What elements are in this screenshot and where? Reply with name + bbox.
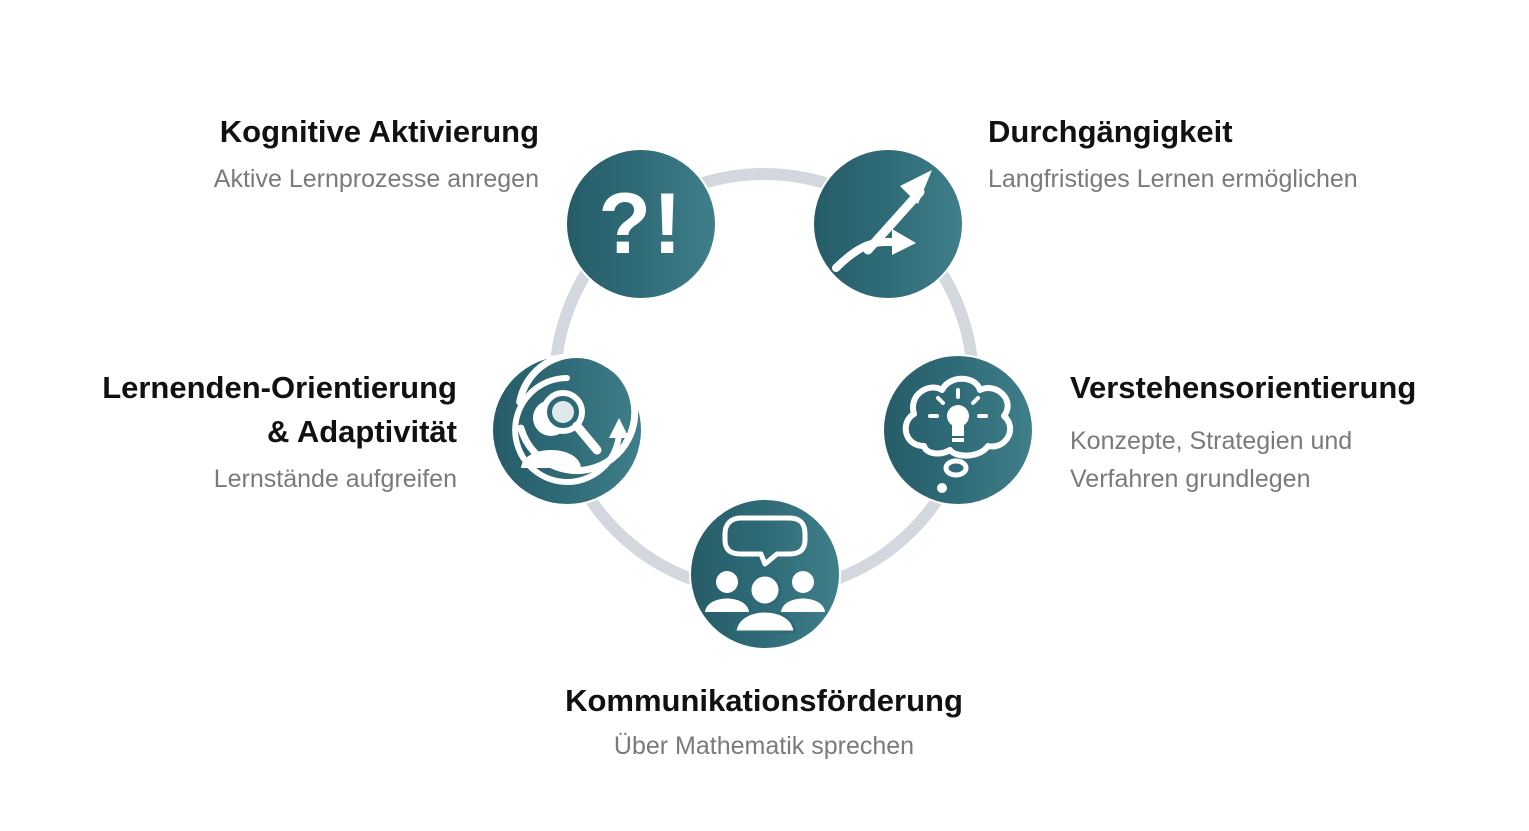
title-durchgaengigkeit: Durchgängigkeit [988,114,1233,149]
node-durchgaengigkeit [814,150,962,298]
group-speech-bubble-icon [705,515,825,634]
thought-bubble-lightbulb-icon [902,375,1013,493]
node-lernenden-orientierung [493,356,641,504]
person-magnifier-cycle-icon [512,356,639,485]
subtitle-verstehensorientierung-line2: Verfahren grundlegen [1070,465,1311,493]
label-kognitive-aktivierung: Kognitive Aktivierung Aktive Lernprozess… [214,110,539,198]
node-kognitive-aktivierung: ?! [567,150,715,298]
label-kommunikationsfoerderung: Kommunikationsförderung Über Mathematik … [464,679,1064,765]
node-verstehensorientierung [884,356,1032,504]
label-durchgaengigkeit: Durchgängigkeit Langfristiges Lernen erm… [988,110,1358,198]
title-kommunikationsfoerderung: Kommunikationsförderung [565,683,963,718]
title-lernenden-orientierung-line1: Lernenden-Orientierung [102,370,457,405]
label-lernenden-orientierung: Lernenden-Orientierung & Adaptivität Ler… [102,366,457,498]
subtitle-lernenden-orientierung: Lernstände aufgreifen [213,465,457,493]
subtitle-kommunikationsfoerderung: Über Mathematik sprechen [613,732,915,760]
subtitle-kognitive-aktivierung: Aktive Lernprozesse anregen [213,165,539,193]
question-exclamation-icon: ?! [598,176,684,272]
label-verstehensorientierung: Verstehensorientierung Konzepte, Strateg… [1070,366,1416,498]
rising-arrows-icon [832,170,932,272]
title-kognitive-aktivierung: Kognitive Aktivierung [219,114,539,149]
title-lernenden-orientierung-line2: & Adaptivität [266,414,457,449]
subtitle-durchgaengigkeit: Langfristiges Lernen ermöglichen [988,165,1358,193]
title-verstehensorientierung: Verstehensorientierung [1070,370,1417,405]
node-kommunikationsfoerderung [691,500,839,648]
subtitle-verstehensorientierung-line1: Konzepte, Strategien und [1070,427,1353,455]
